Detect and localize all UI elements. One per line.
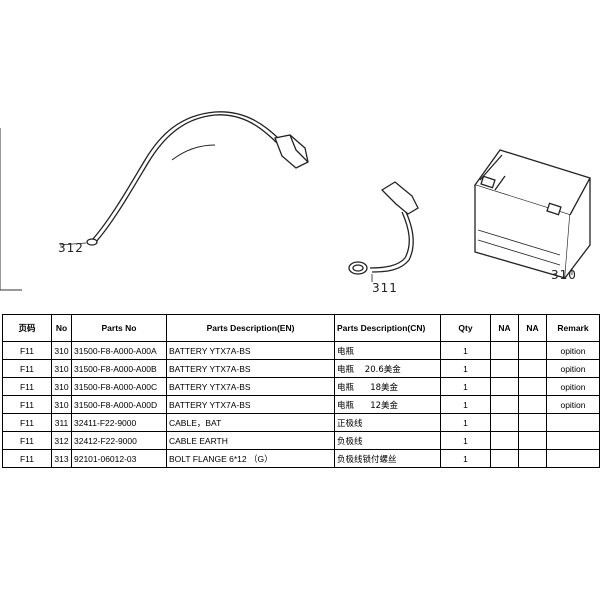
cell-no: 310 [51, 341, 72, 360]
cell-qty: 1 [440, 359, 491, 378]
table-row: F11 310 31500-F8-A000-A00C BATTERY YTX7A… [2, 377, 600, 396]
cell-desc-en: BATTERY YTX7A-BS [166, 341, 335, 360]
cell-parts-no: 31500-F8-A000-A00D [71, 395, 167, 414]
header-na-1: NA [490, 314, 519, 342]
cell-na-1 [490, 377, 519, 396]
cell-page: F11 [2, 449, 52, 468]
cell-desc-cn: 负极线锁付螺丝 [334, 449, 441, 468]
cell-na-1 [490, 359, 519, 378]
cell-na-2 [518, 413, 547, 432]
cell-na-1 [490, 395, 519, 414]
cell-na-2 [518, 377, 547, 396]
cell-remark: opition [546, 341, 600, 360]
cell-no: 312 [51, 431, 72, 450]
cell-na-1 [490, 413, 519, 432]
cell-desc-cn: 电瓶 [334, 341, 441, 360]
cell-desc-en: BOLT FLANGE 6*12 （G） [166, 449, 335, 468]
cell-no: 310 [51, 359, 72, 378]
table-row: F11 311 32411-F22-9000 CABLE，BAT 正极线 1 [2, 413, 600, 432]
cell-parts-no: 32412-F22-9000 [71, 431, 167, 450]
parts-table: 页码 No Parts No Parts Description(EN) Par… [2, 314, 600, 468]
cell-no: 310 [51, 395, 72, 414]
cell-na-2 [518, 359, 547, 378]
cell-remark [546, 431, 600, 450]
cell-desc-en: CABLE，BAT [166, 413, 335, 432]
header-page: 页码 [2, 314, 52, 342]
table-row: F11 310 31500-F8-A000-A00B BATTERY YTX7A… [2, 359, 600, 378]
cell-desc-cn: 电瓶 20.6美金 [334, 359, 441, 378]
cell-page: F11 [2, 341, 52, 360]
cell-parts-no: 92101-06012-03 [71, 449, 167, 468]
cell-na-2 [518, 431, 547, 450]
battery-illustration [473, 149, 591, 279]
cell-desc-cn: 电瓶 18美金 [334, 377, 441, 396]
cell-page: F11 [2, 431, 52, 450]
cell-remark [546, 413, 600, 432]
cell-remark [546, 449, 600, 468]
table-row: F11 313 92101-06012-03 BOLT FLANGE 6*12 … [2, 449, 600, 468]
callout-312: 312 [58, 241, 84, 255]
cell-desc-en: BATTERY YTX7A-BS [166, 395, 335, 414]
cell-remark: opition [546, 395, 600, 414]
cell-remark: opition [546, 359, 600, 378]
parts-drawing [0, 111, 591, 291]
cell-qty: 1 [440, 341, 491, 360]
cell-no: 311 [51, 413, 72, 432]
cell-page: F11 [2, 413, 52, 432]
cell-desc-cn: 电瓶 12美金 [334, 395, 441, 414]
header-remark: Remark [546, 314, 600, 342]
callout-311: 311 [372, 281, 398, 295]
cell-na-2 [518, 395, 547, 414]
cell-qty: 1 [440, 431, 491, 450]
header-na-2: NA [518, 314, 547, 342]
header-no: No [51, 314, 72, 342]
cell-desc-en: BATTERY YTX7A-BS [166, 359, 335, 378]
cell-na-1 [490, 449, 519, 468]
cell-page: F11 [2, 395, 52, 414]
cell-parts-no: 31500-F8-A000-A00A [71, 341, 167, 360]
cell-parts-no: 32411-F22-9000 [71, 413, 167, 432]
parts-diagram: 312 311 310 [0, 111, 591, 295]
positive-cable-illustration [348, 181, 419, 282]
cell-qty: 1 [440, 377, 491, 396]
cell-no: 313 [51, 449, 72, 468]
earth-cable-illustration [59, 111, 309, 246]
header-desc-cn: Parts Description(CN) [334, 314, 441, 342]
cell-na-2 [518, 449, 547, 468]
cell-na-1 [490, 341, 519, 360]
cell-qty: 1 [440, 449, 491, 468]
cell-desc-cn: 正极线 [334, 413, 441, 432]
callout-310: 310 [551, 268, 577, 282]
header-qty: Qty [440, 314, 491, 342]
cell-desc-en: CABLE EARTH [166, 431, 335, 450]
cell-qty: 1 [440, 395, 491, 414]
cell-desc-cn: 负极线 [334, 431, 441, 450]
header-desc-en: Parts Description(EN) [166, 314, 335, 342]
cell-page: F11 [2, 377, 52, 396]
cell-parts-no: 31500-F8-A000-A00B [71, 359, 167, 378]
cell-na-2 [518, 341, 547, 360]
cell-na-1 [490, 431, 519, 450]
cell-no: 310 [51, 377, 72, 396]
cell-page: F11 [2, 359, 52, 378]
cell-desc-en: BATTERY YTX7A-BS [166, 377, 335, 396]
cell-qty: 1 [440, 413, 491, 432]
cell-remark: opition [546, 377, 600, 396]
table-row: F11 310 31500-F8-A000-A00D BATTERY YTX7A… [2, 395, 600, 414]
table-row: F11 312 32412-F22-9000 CABLE EARTH 负极线 1 [2, 431, 600, 450]
cell-parts-no: 31500-F8-A000-A00C [71, 377, 167, 396]
table-row: F11 310 31500-F8-A000-A00A BATTERY YTX7A… [2, 341, 600, 360]
table-header-row: 页码 No Parts No Parts Description(EN) Par… [2, 314, 600, 342]
header-parts-no: Parts No [71, 314, 167, 342]
